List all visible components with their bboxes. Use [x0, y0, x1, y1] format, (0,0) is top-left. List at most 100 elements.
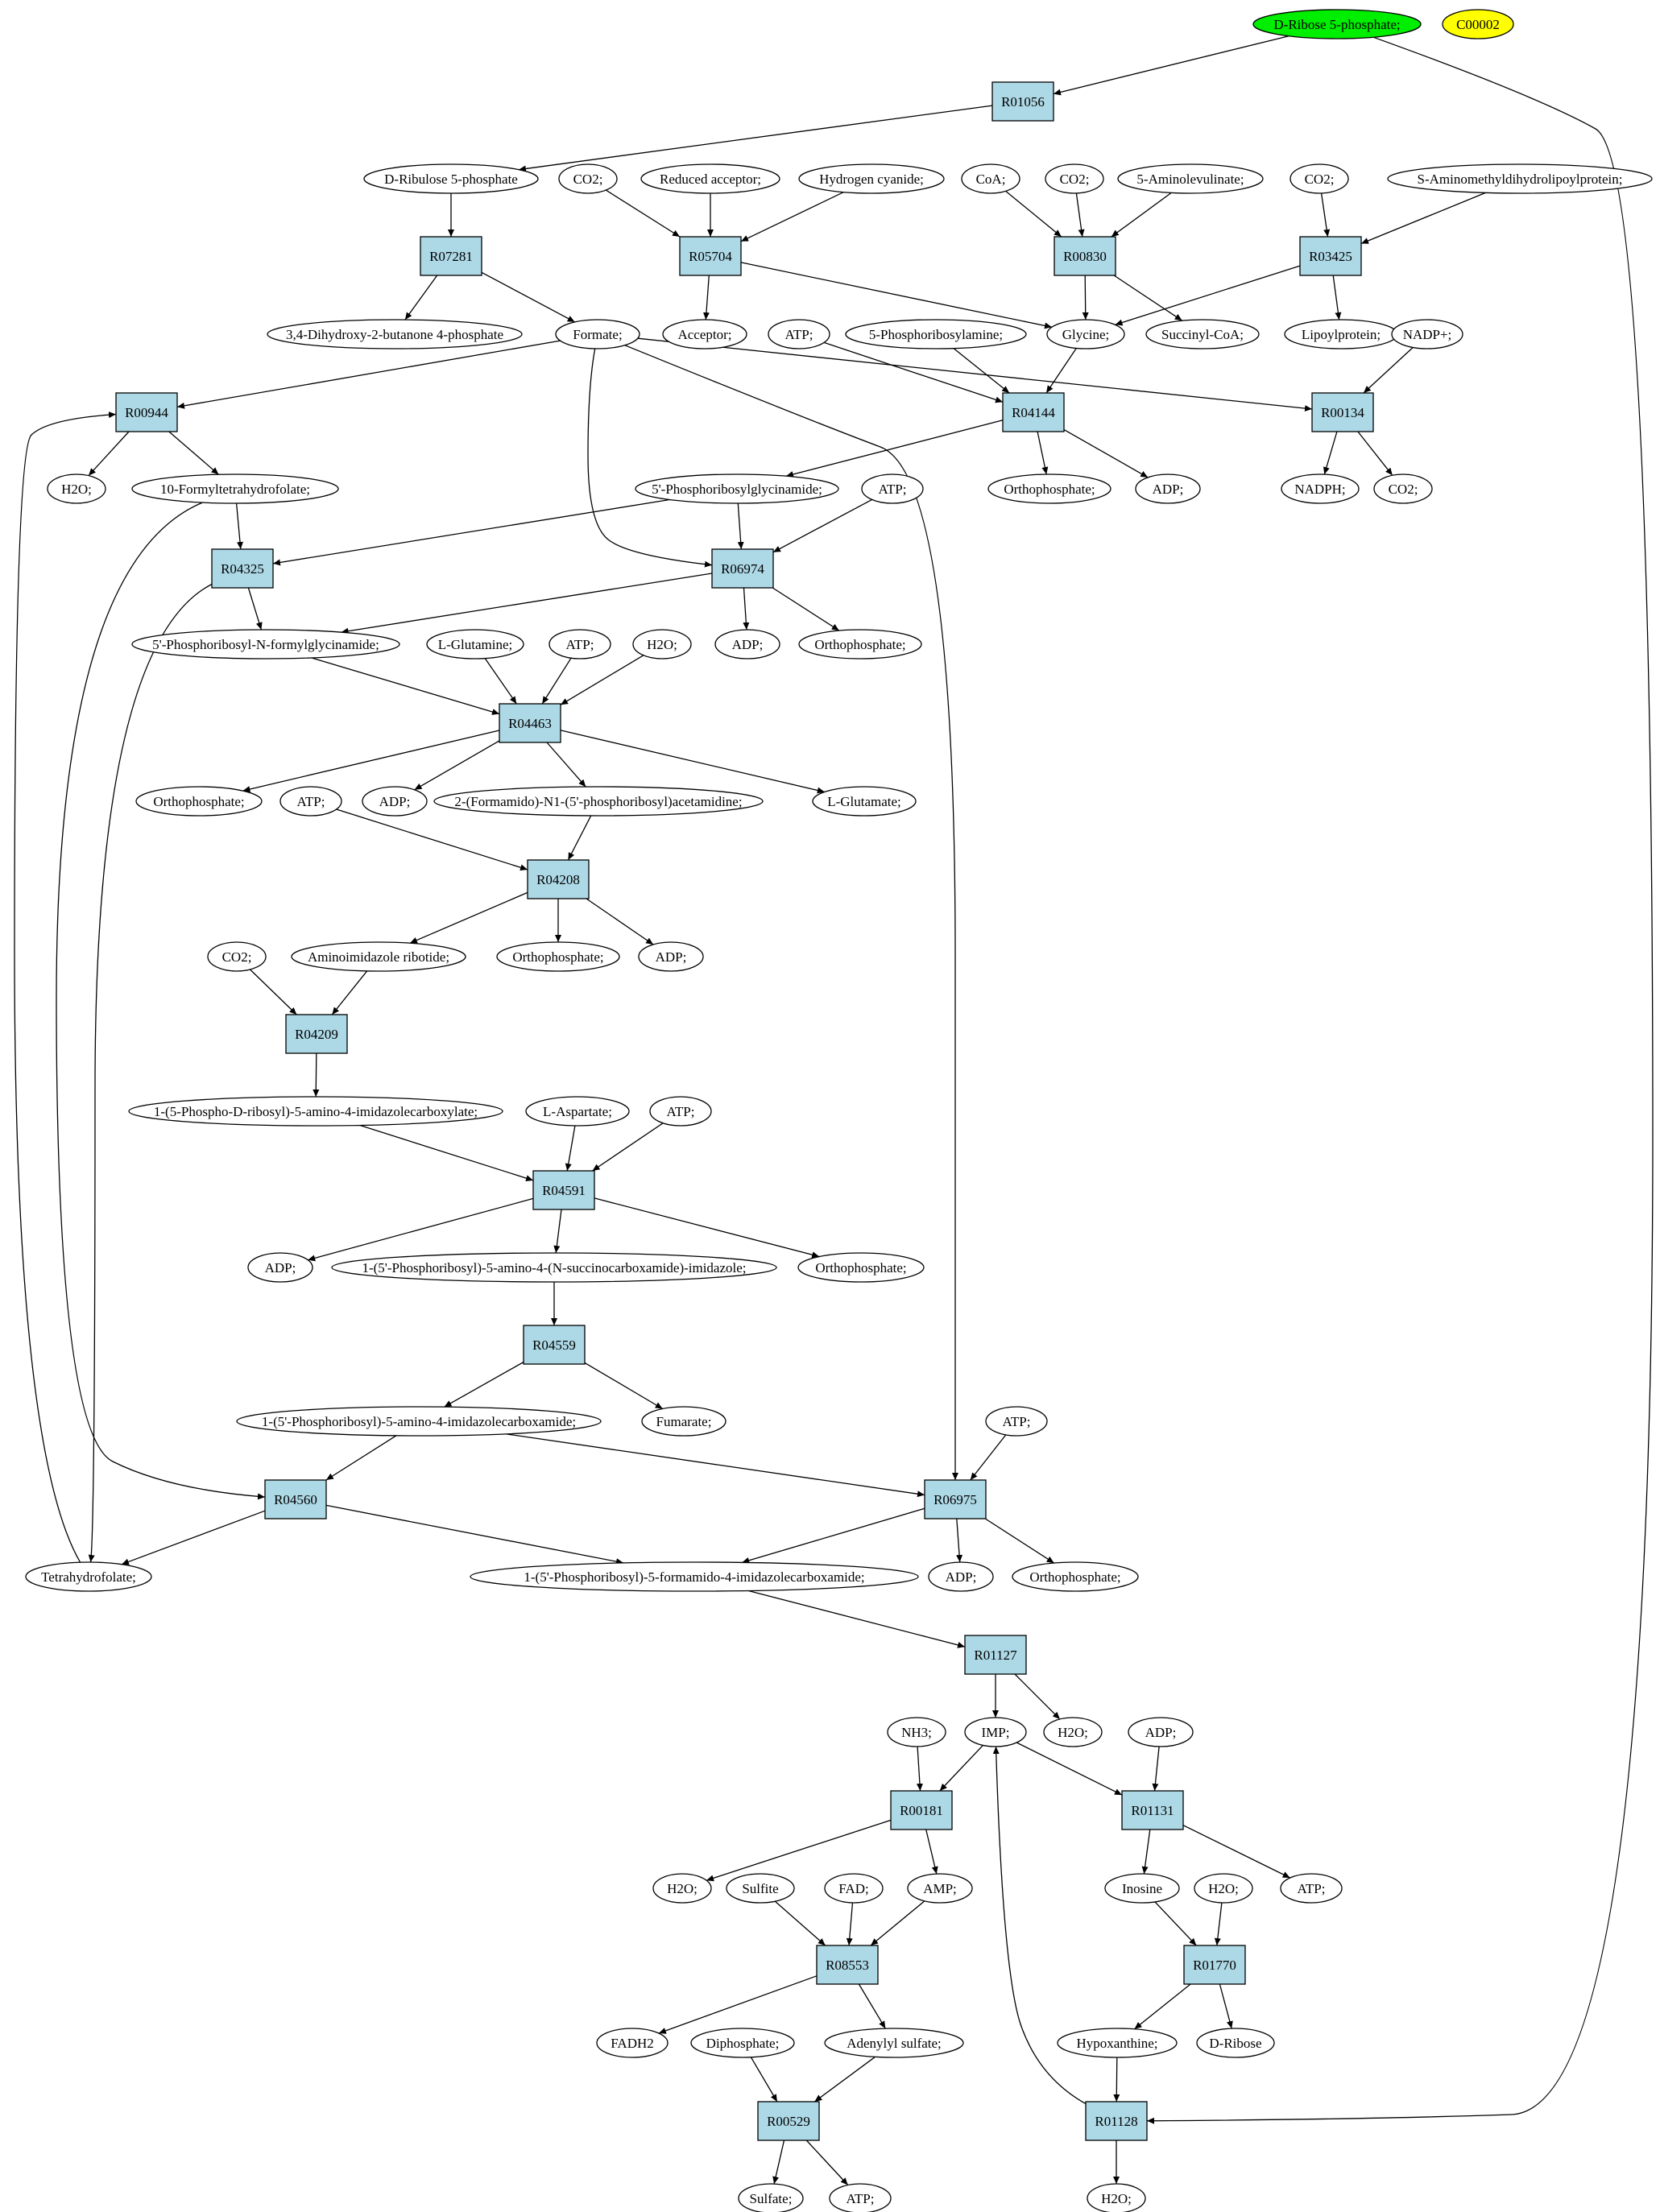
node-layer: D-Ribose 5-phosphate;C00002R01056D-Ribul… [25, 9, 1653, 2212]
compound-ellipse [649, 1096, 712, 1127]
node-label: L-Aspartate; [543, 1104, 612, 1119]
node-label: AMP; [923, 1881, 957, 1896]
edge-R00944-to-formyl_thf [168, 431, 219, 475]
edge-R00134-to-nadph [1323, 431, 1338, 475]
compound-node-adenylyl_sulfate: Adenylyl sulfate; [824, 2028, 964, 2058]
reaction-node-R04208: R04208 [527, 859, 590, 899]
compound-node-ortho_e: Orthophosphate; [797, 1252, 925, 1283]
node-label: ADP; [1145, 1725, 1177, 1740]
node-label: Orthophosphate; [1004, 482, 1095, 497]
node-label: R04591 [542, 1183, 586, 1198]
node-label: L-Glutamate; [827, 794, 901, 809]
reaction-box [1002, 392, 1065, 432]
reaction-box [211, 548, 274, 589]
edge-hypoxanthine-to-R01128 [1113, 2057, 1120, 2102]
compound-node-atp_e: ATP; [649, 1096, 712, 1127]
compound-node-formyl_thf: 10-Formyltetrahydrofolate; [131, 473, 339, 504]
compound-node-h2o_b: H2O; [632, 629, 692, 659]
node-label: H2O; [647, 637, 677, 652]
compound-node-adp_f: ADP; [928, 1561, 994, 1592]
reaction-node-R07281: R07281 [420, 236, 482, 276]
edge-R06974-to-ortho_b [772, 587, 840, 631]
edge-aicar-to-R04560 [325, 1435, 397, 1481]
node-label: Orthophosphate; [512, 949, 603, 965]
compound-node-ortho_b: Orthophosphate; [798, 629, 922, 659]
compound-node-atp_d: ATP; [279, 786, 342, 817]
compound-node-reduced_acceptor: Reduced acceptor; [640, 163, 780, 194]
compound-ellipse [131, 629, 400, 659]
compound-ellipse [812, 786, 917, 817]
reaction-box [757, 2101, 820, 2141]
edge-R01131-to-atp_g [1182, 1825, 1290, 1879]
node-label: ATP; [566, 637, 594, 652]
edge-diphosphate-to-R00529 [750, 2057, 778, 2102]
compound-node-amp: AMP; [907, 1873, 973, 1904]
compound-node-ortho_a: Orthophosphate; [987, 473, 1111, 504]
reaction-box [1085, 2101, 1148, 2141]
edge-l_aspartate-to-R04591 [565, 1125, 576, 1172]
compound-node-faicar: 1-(5'-Phosphoribosyl)-5-formamido-4-imid… [470, 1561, 919, 1592]
compound-node-ortho_d: Orthophosphate; [496, 941, 620, 972]
compound-node-atp_f: ATP; [985, 1406, 1048, 1437]
reaction-node-R05704: R05704 [679, 236, 742, 276]
compound-node-h2o_c: H2O; [1043, 1717, 1103, 1747]
edge-R03425-to-lipoylprotein [1332, 275, 1342, 320]
node-label: ATP; [667, 1104, 695, 1119]
edge-nh3-to-R00181 [916, 1746, 923, 1792]
node-label: ADP; [265, 1260, 296, 1276]
node-label: R00830 [1063, 249, 1107, 264]
compound-ellipse [985, 1406, 1048, 1437]
node-label: Acceptor; [677, 327, 731, 342]
compound-node-atp_h: ATP; [829, 2183, 892, 2212]
node-label: R04208 [536, 872, 580, 887]
compound-node-atp_c: ATP; [549, 629, 611, 659]
edge-formyl_thf-to-R04325 [235, 502, 243, 550]
node-label: R05704 [689, 249, 732, 264]
node-label: Orthophosphate; [814, 637, 905, 652]
edge-R01770-to-hypoxanthine [1134, 1983, 1191, 2030]
compound-node-h2o_f: H2O; [1087, 2183, 1146, 2212]
compound-ellipse [964, 1717, 1027, 1747]
edge-coa-to-R00830 [1005, 190, 1062, 238]
reaction-node-R00529: R00529 [757, 2101, 820, 2141]
compound-ellipse [549, 629, 611, 659]
compound-ellipse [798, 629, 922, 659]
node-label: R01056 [1001, 94, 1045, 110]
edge-fgar-to-R04463 [311, 657, 500, 715]
compound-ellipse [496, 941, 620, 972]
reaction-box [285, 1014, 348, 1054]
compound-ellipse [797, 1252, 925, 1283]
node-label: H2O; [1101, 2191, 1132, 2206]
edge-aicar-to-R06975 [506, 1433, 925, 1498]
compound-node-co2_e: CO2; [207, 941, 267, 972]
node-label: ADP; [1153, 482, 1184, 497]
reaction-box [711, 548, 774, 589]
node-label: R01131 [1131, 1803, 1174, 1818]
node-label: NADP+; [1403, 327, 1452, 342]
edge-R04560-to-faicar [325, 1504, 624, 1565]
reaction-node-R04463: R04463 [499, 703, 561, 743]
node-label: ADP; [379, 794, 411, 809]
node-label: Adenylyl sulfate; [847, 2036, 942, 2051]
edge-R06975-to-ortho_f [984, 1518, 1055, 1564]
compound-ellipse [829, 2183, 892, 2212]
compound-ellipse [279, 786, 342, 817]
compound-node-d_ribose_5p: D-Ribose 5-phosphate; [1252, 9, 1422, 39]
node-label: Glycine; [1062, 327, 1110, 342]
edge-R04591-to-adp_e [308, 1197, 534, 1262]
node-label: IMP; [982, 1725, 1010, 1740]
compound-ellipse [363, 163, 539, 194]
compound-ellipse [291, 941, 466, 972]
compound-ellipse [632, 629, 692, 659]
node-label: ADP; [946, 1569, 977, 1585]
edge-gar-to-R06974 [737, 502, 744, 550]
compound-node-inosine: Inosine [1104, 1873, 1180, 1904]
node-label: R00181 [900, 1803, 943, 1818]
compound-ellipse [1057, 2028, 1178, 2058]
compound-node-fgam: 2-(Formamido)-N1-(5'-phosphoribosyl)acet… [433, 786, 764, 817]
reaction-box [816, 1945, 879, 1985]
compound-ellipse [798, 163, 945, 194]
compound-ellipse [247, 1252, 313, 1283]
node-label: 5'-Phosphoribosyl-N-formylglycinamide; [152, 637, 379, 652]
node-label: Sulfite [742, 1881, 778, 1896]
